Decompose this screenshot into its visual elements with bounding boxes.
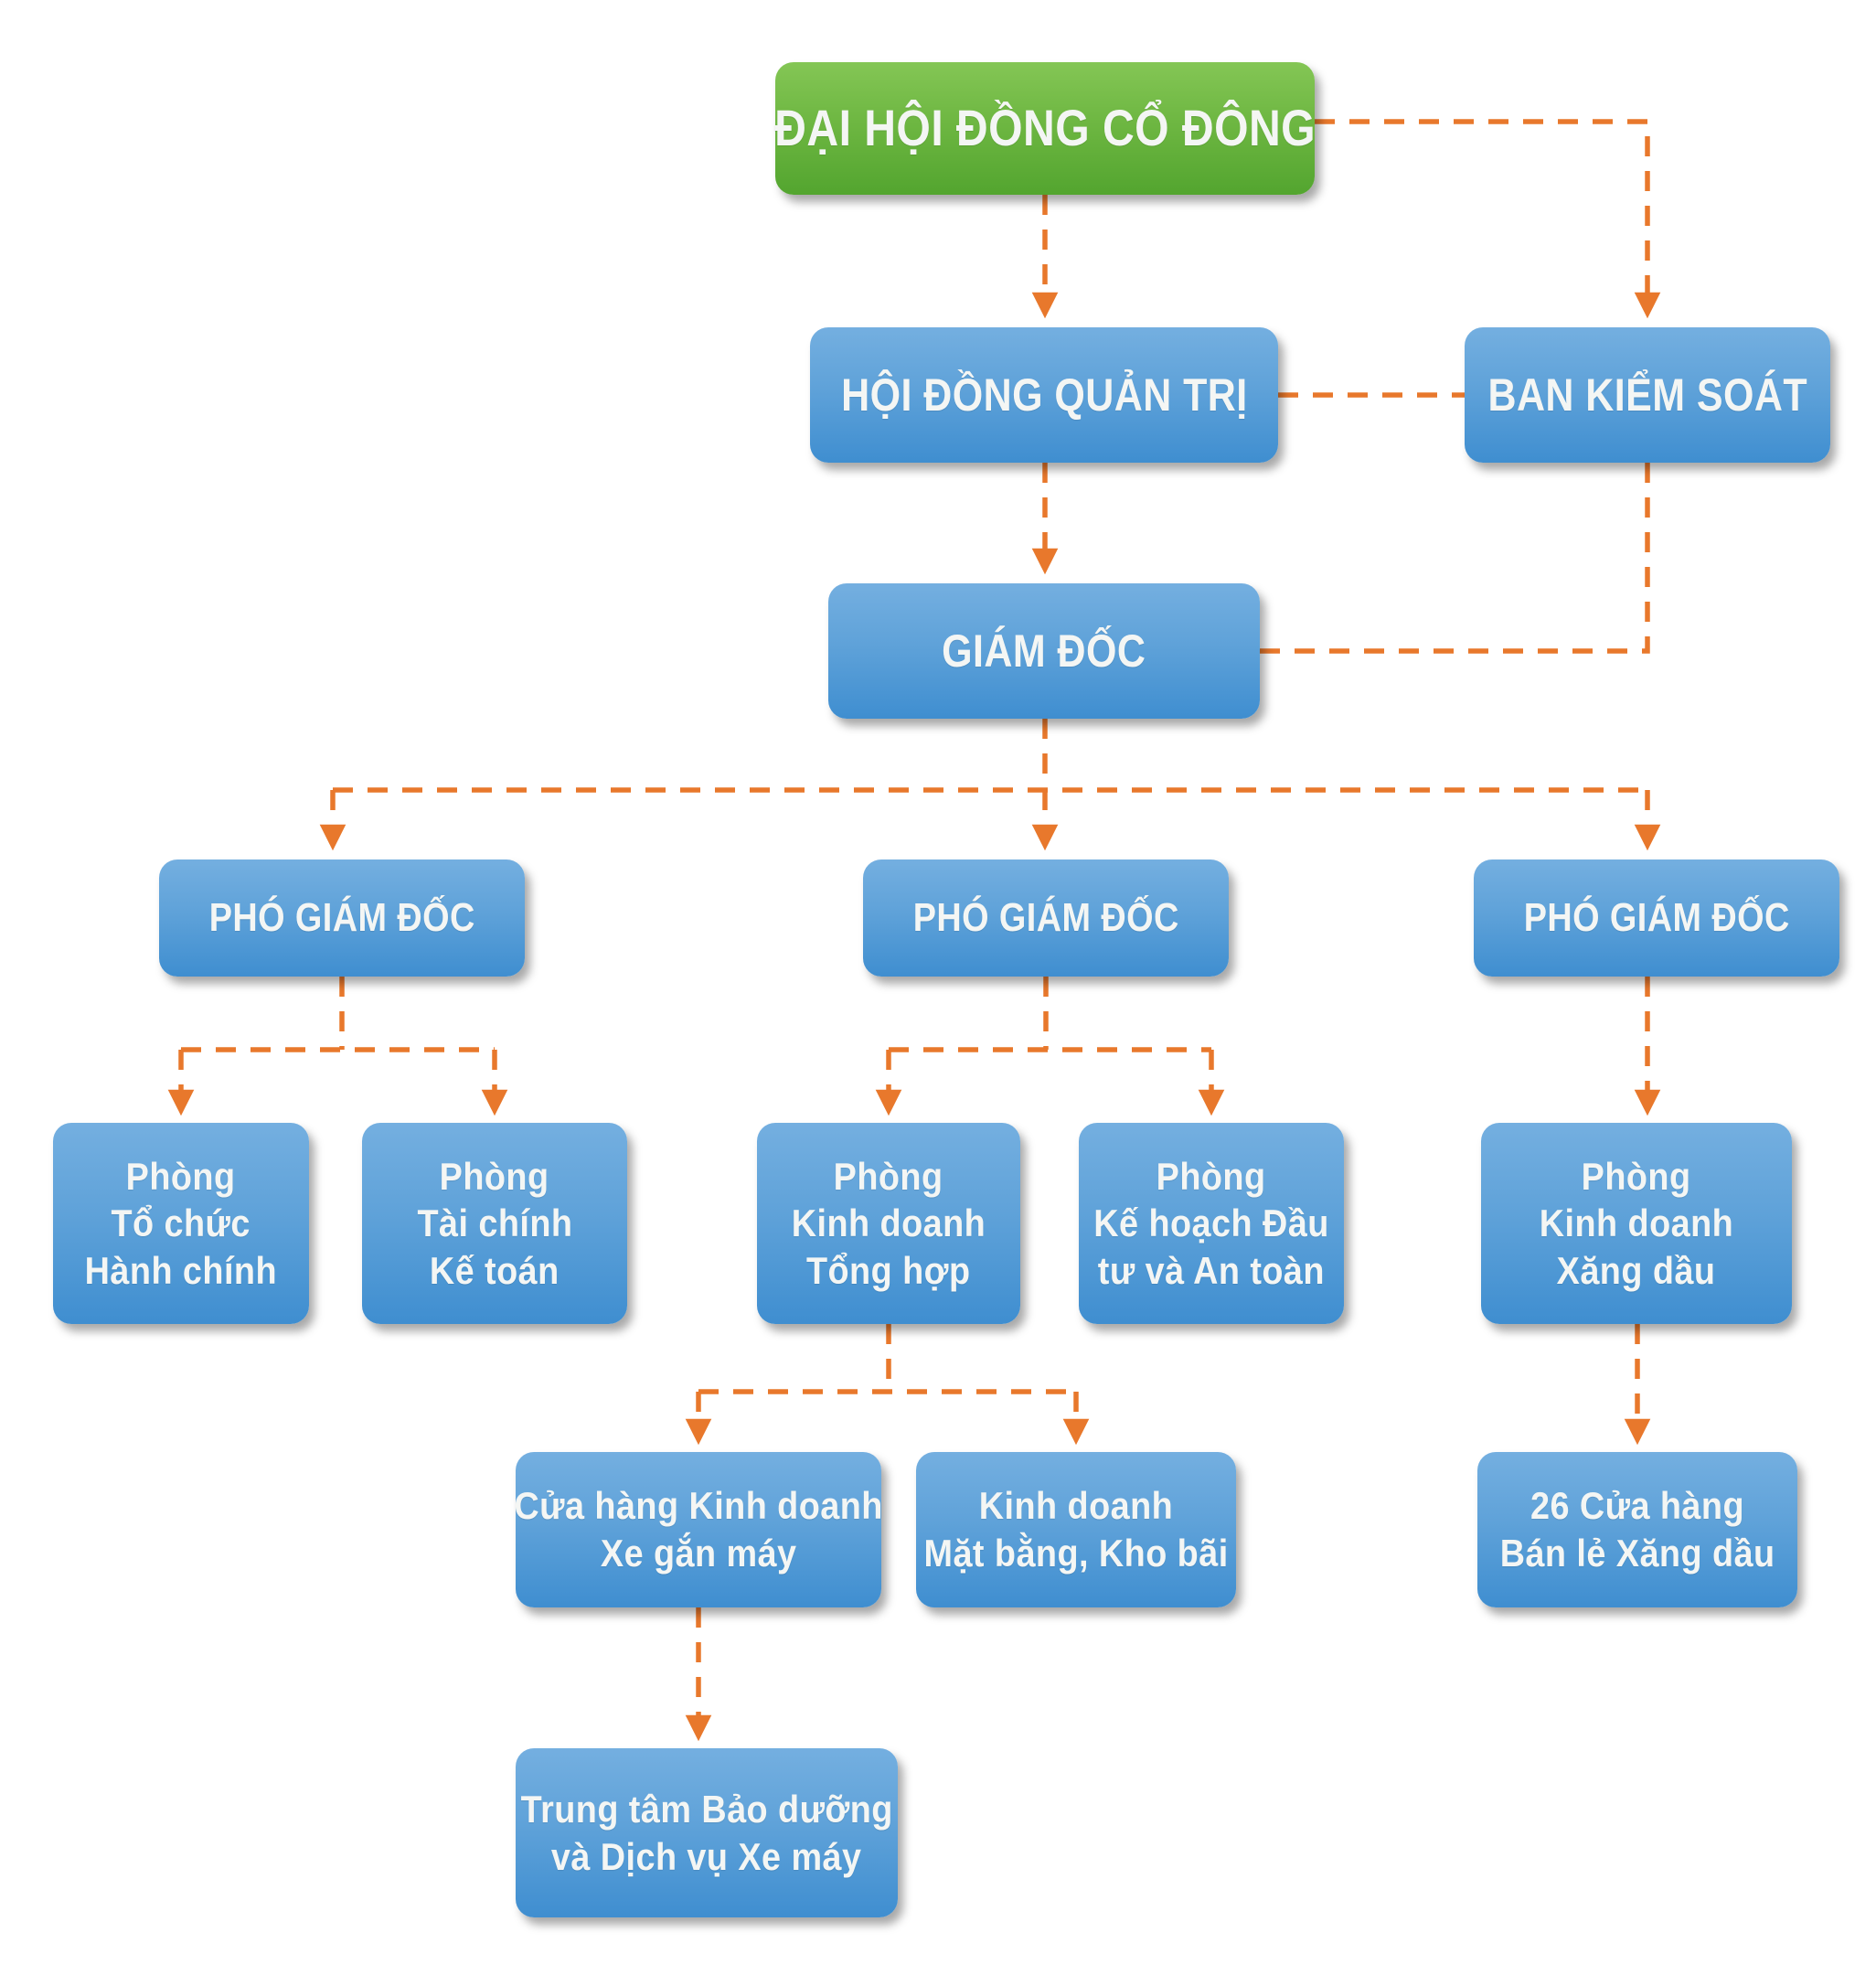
node-label-line: Xe gắn máy bbox=[600, 1532, 797, 1575]
node-label-line: PHÓ GIÁM ĐỐC bbox=[912, 895, 1179, 941]
node-label-line: Hành chính bbox=[84, 1248, 278, 1292]
node-director[interactable]: GIÁM ĐỐC bbox=[828, 583, 1260, 719]
node-label-line: Trung tâm Bảo dưỡng bbox=[520, 1787, 893, 1831]
node-label-line: PHÓ GIÁM ĐỐC bbox=[208, 895, 475, 941]
node-label-line: Phòng bbox=[1582, 1154, 1691, 1198]
node-label-line: Kế hoạch Đầu bbox=[1093, 1201, 1329, 1245]
node-label-line: Kế toán bbox=[430, 1248, 560, 1292]
node-label-line: Mặt bằng, Kho bãi bbox=[923, 1532, 1229, 1575]
node-label-line: và Dịch vụ Xe máy bbox=[551, 1834, 862, 1878]
node-label-line: Kinh doanh bbox=[978, 1484, 1174, 1528]
node-label-line: ĐẠI HỘI ĐỒNG CỔ ĐÔNG bbox=[774, 99, 1316, 157]
node-label-line: Phòng bbox=[834, 1154, 943, 1198]
wire-shareholders-to-supervisory bbox=[1315, 119, 1661, 319]
node-label-line: 26 Cửa hàng bbox=[1530, 1484, 1744, 1528]
node-shareholders[interactable]: ĐẠI HỘI ĐỒNG CỔ ĐÔNG bbox=[774, 62, 1316, 195]
node-label-line: Cửa hàng Kinh doanh bbox=[514, 1484, 883, 1528]
node-label-line: Tổng hợp bbox=[806, 1248, 971, 1292]
wire-supervisory-to-director bbox=[1260, 463, 1650, 654]
node-board[interactable]: HỘI ĐỒNG QUẢN TRỊ bbox=[810, 327, 1278, 463]
node-label-line: Tổ chức bbox=[111, 1201, 251, 1245]
node-label-line: HỘI ĐỒNG QUẢN TRỊ bbox=[840, 368, 1248, 421]
node-deputy-mid[interactable]: PHÓ GIÁM ĐỐC bbox=[863, 860, 1229, 977]
node-supervisory[interactable]: BAN KIỂM SOÁT bbox=[1465, 327, 1830, 463]
node-deputy-left[interactable]: PHÓ GIÁM ĐỐC bbox=[159, 860, 525, 977]
node-label-line: Kinh doanh bbox=[1539, 1201, 1734, 1245]
node-label-line: GIÁM ĐỐC bbox=[942, 625, 1146, 677]
node-label-line: Phòng bbox=[1157, 1154, 1266, 1198]
node-label-line: BAN KIỂM SOÁT bbox=[1487, 368, 1807, 421]
node-label-line: tư và An toàn bbox=[1097, 1248, 1326, 1292]
node-label-line: Tài chính bbox=[417, 1201, 572, 1245]
node-label-line: Kinh doanh bbox=[791, 1201, 986, 1245]
node-label-line: Phòng bbox=[440, 1154, 549, 1198]
node-deputy-right[interactable]: PHÓ GIÁM ĐỐC bbox=[1474, 860, 1839, 977]
node-label-line: PHÓ GIÁM ĐỐC bbox=[1523, 895, 1790, 941]
node-label-line: Phòng bbox=[126, 1154, 236, 1198]
node-label-line: Xăng dầu bbox=[1557, 1248, 1716, 1292]
node-label-line: Bán lẻ Xăng dầu bbox=[1499, 1532, 1775, 1575]
